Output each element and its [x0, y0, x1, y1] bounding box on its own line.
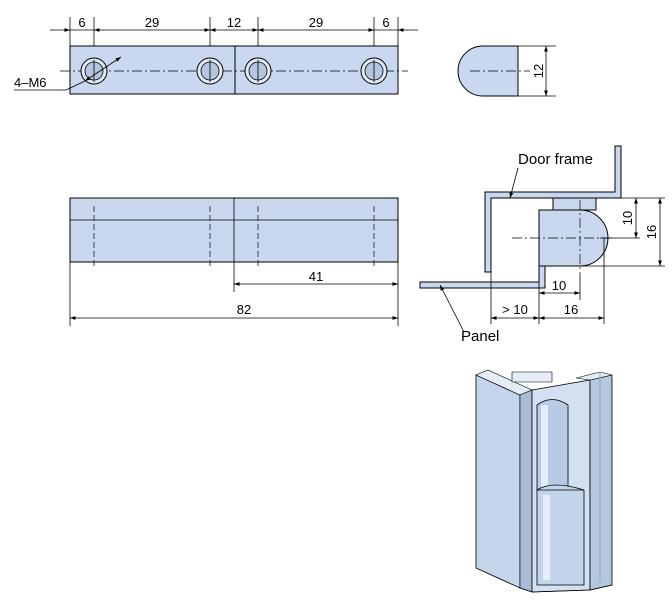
- dim-29-right: 29: [309, 15, 323, 30]
- label-panel: Panel: [461, 328, 499, 345]
- dim-10-vertical: 10: [620, 211, 635, 225]
- front-view: 41 82: [69, 197, 399, 326]
- dim-29-left: 29: [145, 15, 159, 30]
- dim-41: 41: [309, 269, 323, 284]
- top-view: 6 29 12 29 6 4–M6: [14, 15, 418, 95]
- dim-16-horizontal: 16: [564, 302, 578, 317]
- end-view: 12: [457, 45, 556, 97]
- hole-callout: 4–M6: [14, 75, 47, 90]
- dim-6-right: 6: [382, 15, 389, 30]
- label-door-frame: Door frame: [518, 151, 593, 168]
- dim-16-vertical: 16: [644, 225, 659, 239]
- dim-gt10: > 10: [502, 302, 528, 317]
- panel-plate: [419, 209, 546, 289]
- dim-12-height: 12: [531, 64, 546, 78]
- dim-6-left: 6: [78, 15, 85, 30]
- isometric-view: [475, 369, 613, 593]
- dim-82: 82: [237, 302, 251, 317]
- dim-12-center: 12: [227, 15, 241, 30]
- section-view: Door frame Panel 10 16 10 > 10 16: [419, 145, 665, 345]
- dim-10-horizontal: 10: [552, 278, 566, 293]
